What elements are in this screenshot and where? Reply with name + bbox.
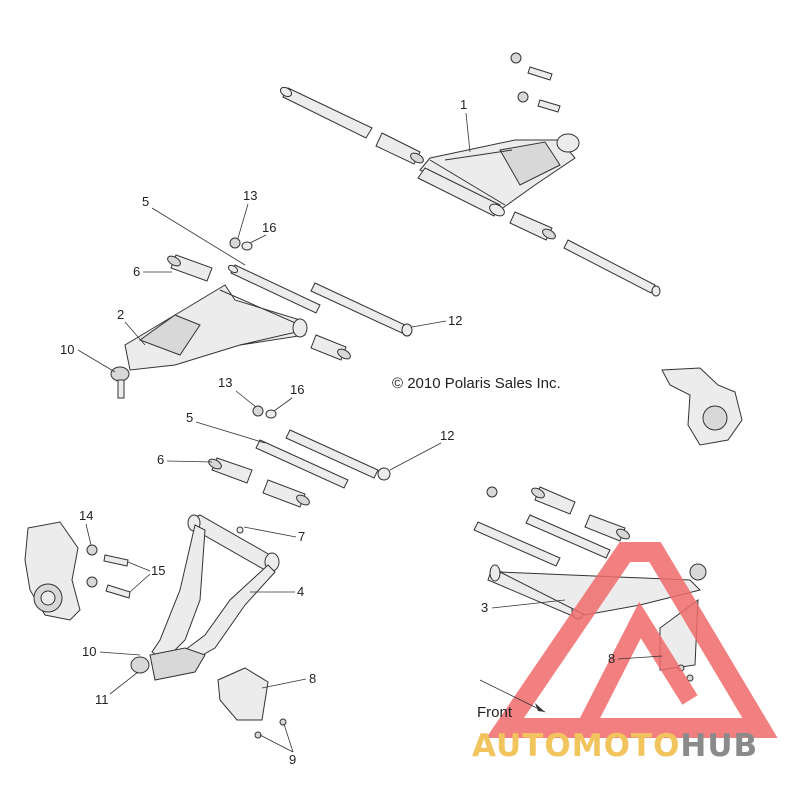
callout-5b: 5 [186,410,193,425]
left-spindle [24,521,131,621]
upper-control-arm-assembly [279,52,661,297]
callouts: 1 2 3 4 5 5 6 6 7 8 8 9 10 10 11 12 [60,97,663,767]
callout-14: 14 [79,508,93,523]
callout-10b: 10 [82,644,96,659]
callout-15: 15 [151,563,165,578]
callout-4: 4 [297,584,304,599]
middle-hardware [208,405,391,508]
watermark-logo [486,542,778,738]
callout-7: 7 [298,529,305,544]
callout-2: 2 [117,307,124,322]
right-spindle [661,367,743,446]
callout-16a: 16 [262,220,276,235]
callout-10a: 10 [60,342,74,357]
front-label: Front [477,704,513,721]
front-indicator: Front [477,679,546,721]
watermark-text: AUTOMOTOHUB [472,728,758,764]
callout-6b: 6 [157,452,164,467]
callout-9: 9 [289,752,296,767]
callout-6a: 6 [133,264,140,279]
left-upper-arm-assembly [110,237,413,399]
callout-13b: 13 [218,375,232,390]
callout-3: 3 [481,600,488,615]
callout-11: 11 [95,692,109,707]
callout-13a: 13 [243,188,257,203]
callout-1: 1 [460,97,467,112]
callout-12b: 12 [440,428,454,443]
callout-8b: 8 [608,651,615,666]
callout-8a: 8 [309,671,316,686]
lower-control-arm [130,514,287,739]
callout-12a: 12 [448,313,462,328]
callout-5a: 5 [142,194,149,209]
copyright-text: © 2010 Polaris Sales Inc. [392,375,561,392]
callout-16b: 16 [290,382,304,397]
